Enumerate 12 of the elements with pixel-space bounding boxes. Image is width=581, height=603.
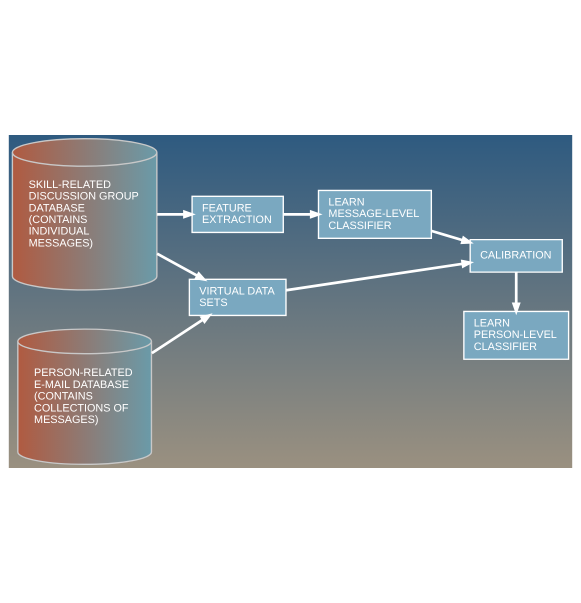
node-box: VIRTUAL DATA SETS — [188, 278, 287, 316]
node-box: CALIBRATION — [470, 238, 563, 273]
node-box: FEATURE EXTRACTION — [191, 196, 284, 234]
arrow — [286, 260, 474, 292]
arrow — [430, 230, 474, 244]
arrow — [157, 210, 196, 219]
arrow — [151, 313, 213, 354]
arrow — [283, 210, 323, 219]
node-box: LEARN PERSON-LEVEL CLASSIFIER — [463, 310, 570, 360]
arrow — [156, 252, 208, 282]
node-box: LEARN MESSAGE-LEVEL CLASSIFIER — [318, 190, 432, 239]
arrow — [512, 272, 521, 316]
